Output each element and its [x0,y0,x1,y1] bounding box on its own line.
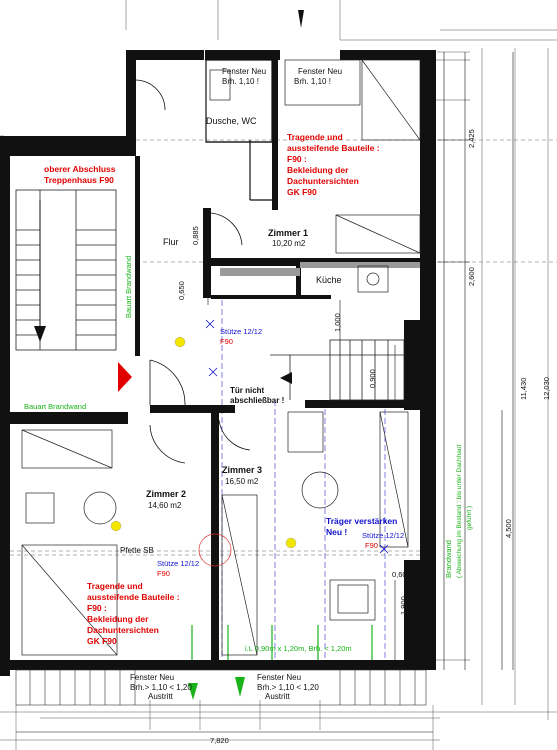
note-austritt: i.L 0,90m x 1,20m, Brh. < 1,20m [245,644,352,653]
note-brandwand-right-1: Brandwand [444,540,453,578]
dim-0900: 0,900 [368,369,377,388]
balcony-rail [15,669,427,706]
note-treppenhaus-2: Treppenhaus F90 [44,175,114,185]
note-tragend-top-5: Dachuntersichten [287,176,359,186]
room-name-zimmer1: Zimmer 1 [268,228,308,238]
dim-2600: 2,600 [467,267,476,286]
note-tragend-bot-2: aussteifende Bauteile : [87,592,180,602]
note-tragend-bot-4: Bekleidung der [87,614,149,624]
dim-0600: 0,600 [392,570,411,579]
window-top-left-brh: Brh. 1,10 ! [222,77,259,86]
window-bottom-right-austritt: Austritt [265,692,291,701]
green-arrows [191,625,373,660]
room-name-zimmer3: Zimmer 3 [222,465,262,475]
note-pfette: Pfette SB [120,546,154,555]
dim-1000: 1,000 [333,313,342,332]
walls [0,50,436,676]
doors [135,79,251,464]
roof-edge-hatch [436,59,470,661]
green-arrow-left [188,683,198,700]
stairs-right [270,339,405,401]
note-stuetze-right-2: F90 [365,541,378,550]
note-tragend-top-1: Tragende und [287,132,343,142]
north-arrow [298,10,304,28]
note-tragend-bot-1: Tragende und [87,581,143,591]
note-traeger-2: Neu ! [326,527,347,537]
note-tuer-2: abschließbar ! [230,396,284,405]
stairs-left [15,189,117,351]
note-stuetze-right-1: Stütze 12/12 [362,531,404,540]
window-bottom-left-austritt: Austritt [148,692,174,701]
note-treppenhaus-1: oberer Abschluss [44,164,116,174]
note-brandwand-horizontal: Bauart Brandwand [24,402,86,411]
dashed-lines [10,139,557,556]
note-brandwand-right-2: ( Abweichung im Bestand : bis unter Dach… [456,444,463,578]
dim-11430: 11,430 [519,378,528,400]
window-bottom-right-title: Fenster Neu [257,673,301,682]
dim-2425: 2,425 [467,129,476,148]
stuetze-circle [198,533,232,567]
thin-walls [205,59,273,201]
note-tragend-top-4: Bekleidung der [287,165,349,175]
entrance-marker [118,362,132,392]
window-top-right-title: Fenster Neu [298,67,342,76]
dim-7820: 7,820 [210,736,229,745]
room-area-zimmer1: 10,20 m2 [272,239,306,248]
room-area-zimmer2: 14,60 m2 [148,501,182,510]
window-top-left-title: Fenster Neu [222,67,266,76]
room-label-dusche: Dusche, WC [206,116,257,126]
dim-4500: 4,500 [504,519,513,538]
note-stuetze-top-1: Stütze 12/12 [220,327,262,336]
stair-right-arrow [280,372,292,384]
furniture [21,59,421,656]
dim-0885: 0,885 [191,226,200,245]
note-tragend-top-3: F90 : [287,154,307,164]
stuetze-markers [205,319,389,554]
note-tragend-top-2: aussteifende Bauteile : [287,143,380,153]
room-name-zimmer2: Zimmer 2 [146,489,186,499]
note-stuetze-top-2: F90 [220,337,233,346]
note-tragend-bot-6: GK F90 [87,636,117,646]
note-brandwand-vertical: Bauart Brandwand [124,256,133,318]
dim-12030: 12,030 [542,377,551,400]
dim-0650: 0,650 [177,281,186,300]
window-bottom-left-brh: Brh.> 1,10 < 1,20 [130,683,192,692]
note-traeger-1: Träger verstärken [326,516,397,526]
note-tragend-bot-5: Dachuntersichten [87,625,159,635]
note-stuetze-mid-2: F90 [157,569,170,578]
note-tuer-1: Tür nicht [230,386,265,395]
note-brandwand-right-3: geführt ) [466,506,473,530]
dim-1900: 1,900 [399,596,408,615]
stair-arrow-head [34,326,46,342]
room-label-kueche: Küche [316,275,342,285]
note-tragend-bot-3: F90 : [87,603,107,613]
room-label-flur: Flur [163,237,179,247]
window-top-right-brh: Brh. 1,10 ! [294,77,331,86]
partition-walls [220,262,420,276]
room-area-zimmer3: 16,50 m2 [225,477,259,486]
note-stuetze-mid-1: Stütze 12/12 [157,559,199,568]
column-markers [110,336,297,549]
green-arrow-right [235,677,245,697]
dimension-lines [16,52,514,733]
window-bottom-left-title: Fenster Neu [130,673,174,682]
window-bottom-right-brh: Brh.> 1,10 < 1,20 [257,683,319,692]
note-tragend-top-6: GK F90 [287,187,317,197]
